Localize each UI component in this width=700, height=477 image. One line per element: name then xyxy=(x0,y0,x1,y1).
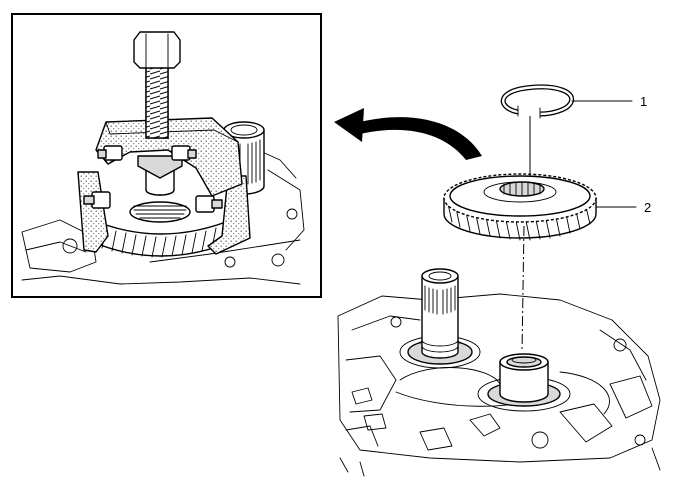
inset-gear-icon xyxy=(87,169,237,258)
nut-icon xyxy=(195,195,223,213)
gear-icon xyxy=(443,173,597,241)
inset-housing-icon xyxy=(21,149,305,285)
nut-icon xyxy=(171,145,197,161)
gear-puller-icon xyxy=(77,31,251,255)
puller-inset xyxy=(11,13,322,298)
callout-number-1: 1 xyxy=(640,94,647,109)
output-shaft-icon xyxy=(477,353,571,412)
callout-number-2: 2 xyxy=(644,200,651,215)
nut-icon xyxy=(83,191,111,209)
center-line xyxy=(521,116,531,353)
callout-1: 1 xyxy=(571,94,647,109)
snap-ring-icon xyxy=(500,84,575,119)
nut-icon xyxy=(97,145,123,161)
callout-2: 2 xyxy=(595,200,651,215)
curved-arrow-icon xyxy=(334,108,482,160)
transmission-housing-icon xyxy=(337,268,661,477)
input-shaft-icon xyxy=(399,268,481,369)
